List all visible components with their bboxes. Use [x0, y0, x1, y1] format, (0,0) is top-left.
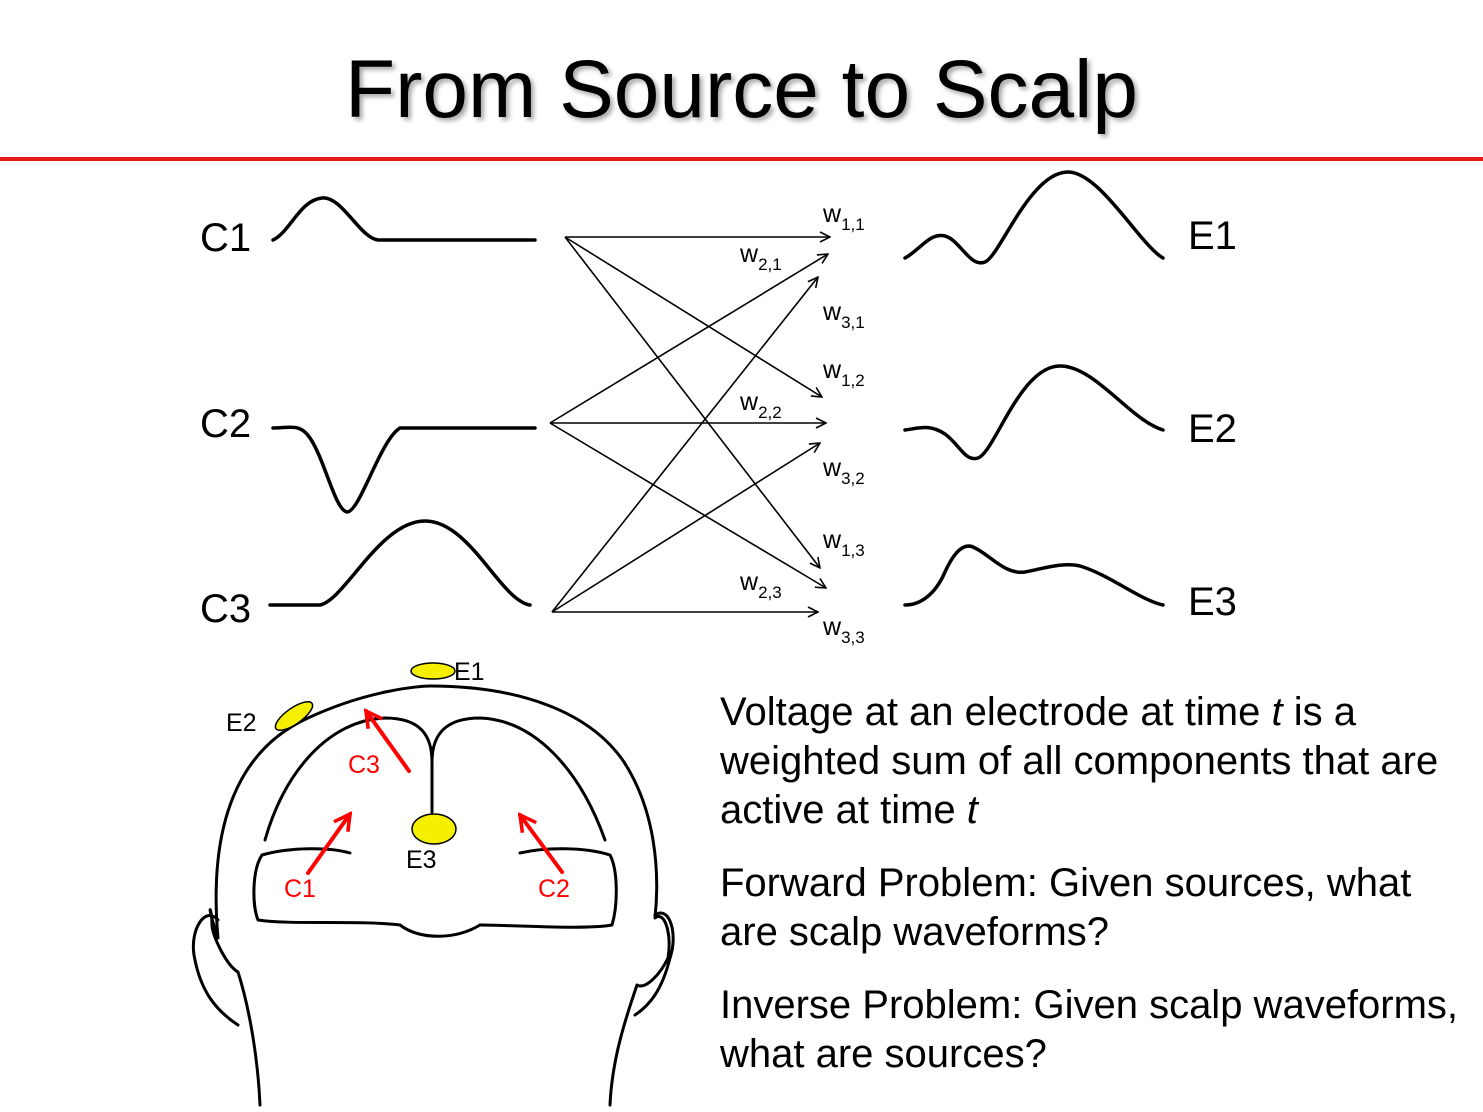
- weight-label-w22: w2,2: [739, 388, 782, 422]
- weight-label-w23: w2,3: [739, 568, 782, 602]
- source-label-c3: C3: [348, 751, 380, 779]
- weight-label-w11: w1,1: [822, 200, 865, 234]
- source-arrow-c3: [366, 711, 411, 773]
- component-label-c3: C3: [200, 587, 251, 631]
- weighted-sum-paragraph: Voltage at an electrode at time t is a w…: [720, 690, 1439, 832]
- source-label-c1: C1: [284, 875, 316, 903]
- electrode-waveform-e2: [903, 364, 1165, 461]
- electrode-label-e3: E3: [1188, 580, 1237, 624]
- weight-label-w21: w2,1: [739, 240, 782, 274]
- component-waveform-c1: [271, 196, 537, 242]
- left-temporal-lobe: [252, 847, 402, 927]
- head-illustration: [191, 684, 675, 1107]
- electrode-label-e2: E2: [1188, 407, 1237, 451]
- arrow-c1-e3: [564, 236, 820, 568]
- right-ear: [633, 911, 675, 1017]
- left-ear: [191, 914, 240, 1027]
- arrow-c2-e3: [549, 422, 826, 588]
- arrow-c2-e1: [549, 254, 828, 424]
- component-label-c1: C1: [200, 216, 251, 260]
- weight-label-w13: w1,3: [822, 526, 865, 560]
- source-arrow-c2: [520, 815, 564, 874]
- brain-right-hemisphere: [430, 716, 607, 842]
- head-outline: [208, 684, 671, 1107]
- electrode-e3-marker: [411, 813, 457, 845]
- arrow-c3-e1: [551, 277, 818, 613]
- slide-title: From Source to Scalp: [345, 44, 1138, 135]
- electrode-label-e1: E1: [1188, 214, 1237, 258]
- electrode-e2-marker: [274, 701, 314, 731]
- electrode-waveform-e3: [903, 544, 1165, 607]
- electrode-e1-marker: [410, 662, 456, 680]
- arrow-c3-e2: [551, 443, 820, 613]
- component-label-c2: C2: [200, 402, 251, 446]
- electrode-waveform-e1: [903, 170, 1165, 265]
- weight-label-w32: w3,2: [822, 454, 865, 488]
- brainstem: [398, 923, 482, 938]
- right-temporal-lobe: [478, 847, 618, 929]
- brain-left-hemisphere: [263, 716, 434, 842]
- source-label-c2: C2: [538, 875, 570, 903]
- weight-label-w31: w3,1: [822, 298, 865, 332]
- explanation-text: Voltage at an electrode at time t is a w…: [720, 688, 1460, 1103]
- inverse-problem-paragraph: Inverse Problem: Given scalp waveforms, …: [720, 983, 1459, 1076]
- arrow-c1-e2: [564, 236, 822, 397]
- head-label-e2: E2: [226, 709, 257, 737]
- forward-problem-paragraph: Forward Problem: Given sources, what are…: [720, 861, 1412, 954]
- component-waveform-c3: [268, 519, 532, 607]
- head-label-e1: E1: [454, 658, 485, 686]
- weight-arrows: [549, 236, 830, 613]
- source-arrow-c1: [306, 814, 350, 875]
- weight-label-w12: w1,2: [822, 356, 865, 390]
- component-waveform-c2: [271, 425, 537, 514]
- weight-label-w33: w3,3: [822, 613, 865, 647]
- head-label-e3: E3: [406, 846, 437, 874]
- title-underline: [0, 157, 1483, 161]
